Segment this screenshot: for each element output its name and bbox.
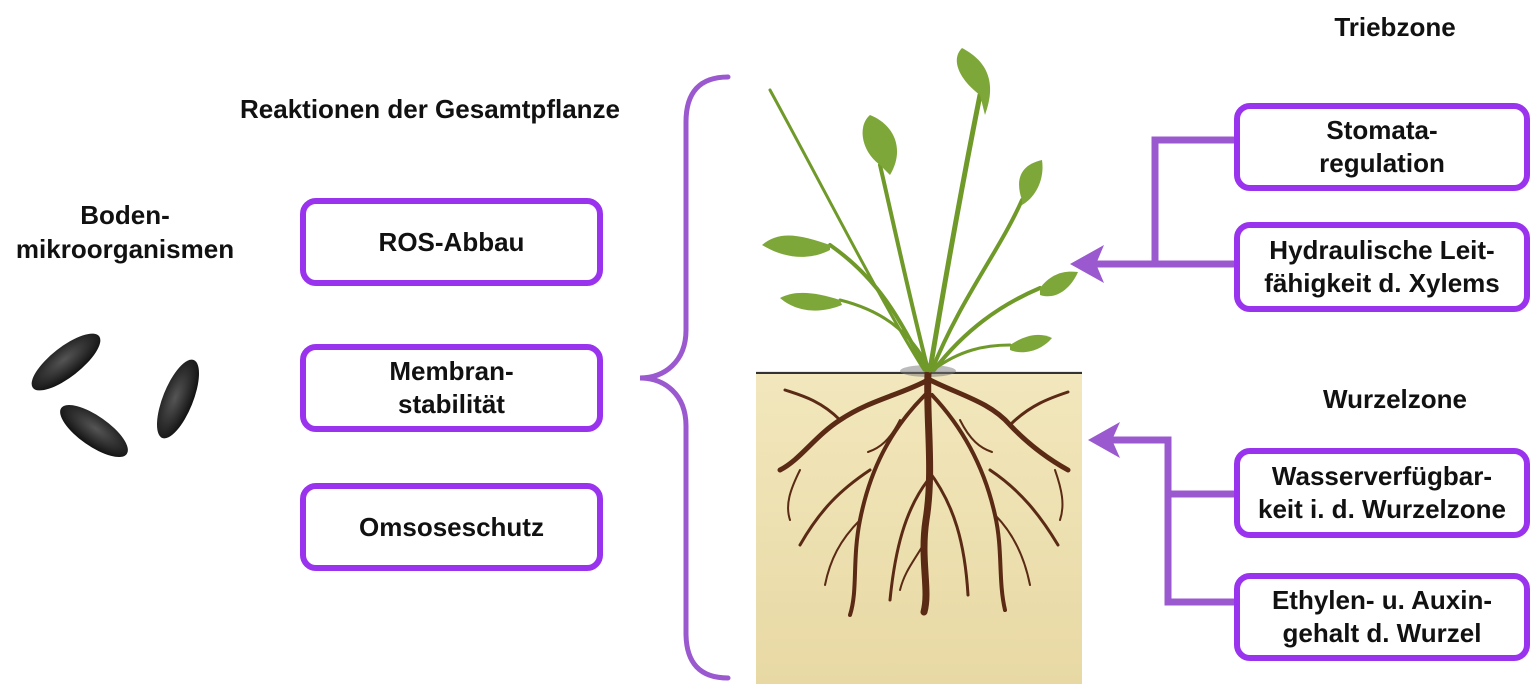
root-zone-title: Wurzelzone (1300, 382, 1490, 416)
water-availability-box: Wasserverfügbar- keit i. d. Wurzelzone (1234, 448, 1530, 538)
leaf (762, 236, 830, 257)
ethylene-auxin-box: Ethylen- u. Auxin- gehalt d. Wurzel (1234, 573, 1530, 661)
osmoseschutz-box: Omsoseschutz (300, 483, 603, 571)
leaf (957, 48, 990, 115)
reactions-title: Reaktionen der Gesamtpflanze (240, 92, 620, 126)
shoot-connector (1082, 140, 1245, 264)
microbe-cell (53, 396, 136, 466)
leaf (780, 293, 842, 311)
soil-block (756, 371, 1082, 684)
xylem-box: Hydraulische Leit- fähigkeit d. Xylems (1234, 222, 1530, 312)
plant-icon (762, 48, 1078, 370)
ros-abbau-box: ROS-Abbau (300, 198, 603, 286)
membranstabilitaet-box: Membran- stabilität (300, 344, 603, 432)
root-connector (1102, 440, 1245, 602)
leaf (1010, 335, 1052, 352)
microbe-cell (24, 324, 109, 399)
leaf (1040, 272, 1078, 297)
stomata-box: Stomata- regulation (1234, 103, 1530, 191)
shoot-zone-title: Triebzone (1300, 10, 1490, 44)
leaf (1019, 160, 1042, 205)
curly-brace (640, 77, 728, 678)
bacteria-icon (24, 324, 208, 466)
microbes-label: Boden- mikroorganismen (0, 198, 250, 266)
microbe-cell (148, 354, 207, 443)
